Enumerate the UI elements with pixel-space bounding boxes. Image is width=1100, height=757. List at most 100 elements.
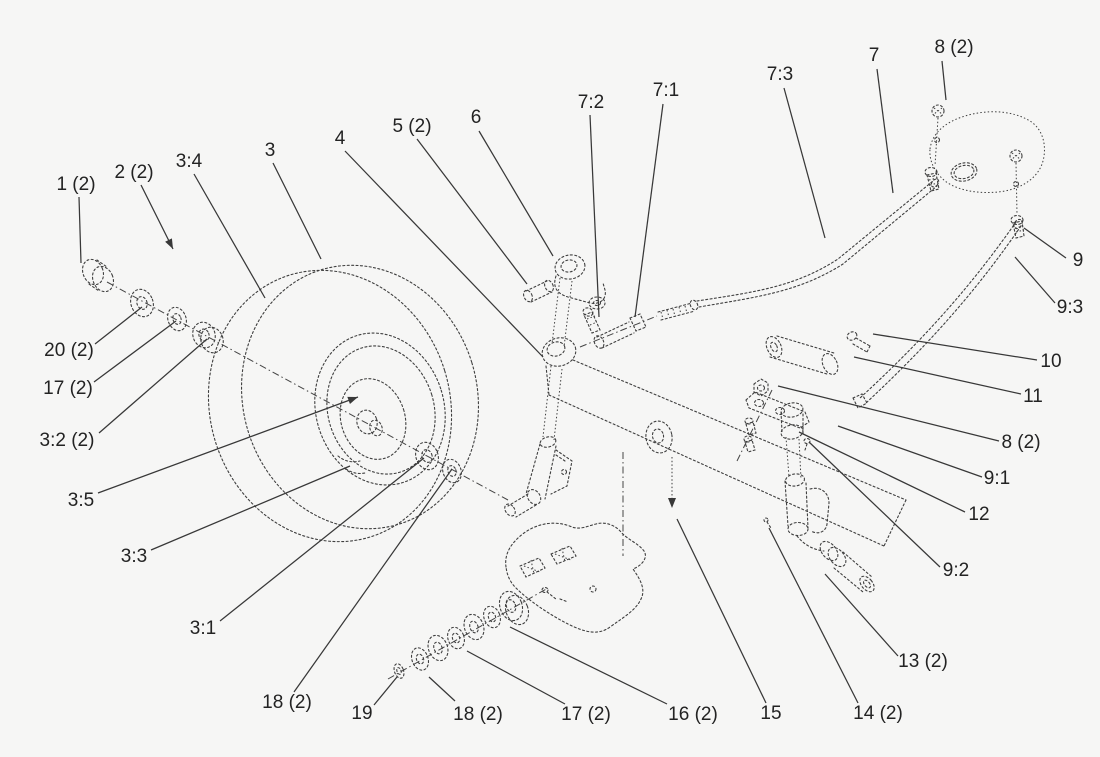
leader-line-18a (428, 676, 456, 702)
kingpin-fork (809, 487, 830, 534)
washer-small (483, 605, 501, 629)
steering-arm-assembly (523, 254, 606, 334)
callout-7: 7 (869, 45, 894, 194)
callout-label-12: 12 (968, 504, 989, 525)
callout-18b: 18 (2) (262, 468, 453, 713)
wheel-rim (314, 332, 446, 486)
leader-line-8a (941, 60, 947, 101)
leader-line-16 (509, 626, 668, 705)
callout-label-17b: 17 (2) (43, 378, 93, 399)
leader-line-20 (94, 306, 143, 345)
bracket-slot-a (519, 557, 546, 578)
leader-line-19 (373, 676, 398, 706)
callout-label-15: 15 (760, 703, 781, 724)
leader-line-9 (1023, 227, 1067, 259)
callout-15: 15 (676, 518, 782, 724)
callout-16: 16 (2) (509, 626, 718, 725)
leader-arrowhead-3-5 (347, 396, 358, 405)
leader-arrowhead-2 (165, 238, 173, 249)
callout-14: 14 (2) (768, 527, 903, 724)
callout-5: 5 (2) (392, 116, 528, 285)
callout-18a: 18 (2) (428, 676, 503, 725)
leader-line-15 (676, 518, 767, 704)
callout-label-3-3: 3:3 (121, 546, 147, 567)
callout-label-9-1: 9:1 (984, 468, 1010, 489)
callout-label-14: 14 (2) (853, 703, 903, 724)
leader-line-10 (872, 333, 1038, 361)
set-screw-9-1 (744, 417, 757, 436)
callout-label-10: 10 (1040, 351, 1061, 372)
bracket-slot-b (550, 545, 577, 565)
callout-3-3: 3:3 (121, 465, 351, 567)
callout-label-1: 1 (2) (56, 174, 95, 195)
push-nut-b (1009, 149, 1023, 163)
callout-label-3: 3 (265, 140, 276, 161)
callout-label-8a: 8 (2) (934, 37, 973, 58)
axle-stub-right (796, 535, 875, 593)
set-screw-9-2 (743, 435, 756, 453)
callout-label-3-4: 3:4 (176, 151, 203, 172)
leader-line-17a (466, 650, 566, 705)
callout-label-19: 19 (351, 703, 372, 724)
leader-line-7-2 (589, 114, 600, 318)
callout-label-7-3: 7:3 (767, 64, 793, 85)
hub-cap (81, 258, 115, 293)
leader-line-9-1 (837, 425, 983, 478)
callout-12: 12 (798, 431, 990, 525)
shoulder-screw-b (1010, 214, 1025, 239)
tie-rod-bolt (582, 307, 601, 334)
leader-line-3-4 (193, 173, 266, 299)
tie-rod-clamp (629, 313, 647, 332)
leader-line-5 (416, 138, 528, 285)
leader-line-7-1 (634, 103, 664, 318)
rod-clamp (852, 393, 868, 409)
washer-18-b (427, 634, 449, 662)
callout-label-18a: 18 (2) (453, 704, 503, 725)
callout-label-9-3: 9:3 (1057, 297, 1083, 318)
callout-9-3: 9:3 (1014, 256, 1083, 318)
callout-17a: 17 (2) (466, 650, 611, 725)
drag-link-rod (696, 178, 940, 308)
callout-label-6: 6 (471, 107, 482, 128)
pivot-hub (645, 420, 673, 454)
callout-13: 13 (2) (824, 573, 948, 672)
axle-pivot-eye (541, 337, 577, 367)
callout-label-17a: 17 (2) (561, 704, 611, 725)
roll-pin (523, 279, 554, 303)
washer-right-of-wheel-a (415, 441, 439, 471)
push-nut-a (931, 104, 945, 118)
kingpin-boss (780, 402, 804, 440)
leader-line-3-1 (219, 457, 425, 622)
leader-line-3 (272, 162, 322, 260)
leader-line-7-3 (783, 87, 826, 239)
leader-line-8b (777, 385, 1000, 442)
hub-bearing (369, 419, 383, 437)
steering-arm-ball-end (588, 296, 606, 310)
leader-line-4 (344, 150, 544, 358)
callout-6: 6 (471, 107, 554, 257)
callout-3-5: 3:5 (68, 396, 359, 511)
callout-label-13: 13 (2) (898, 651, 948, 672)
callout-11: 11 (853, 356, 1043, 407)
bushing-and-bolt (765, 331, 871, 375)
callout-label-9: 9 (1073, 250, 1084, 271)
callout-label-2: 2 (2) (114, 162, 153, 183)
tie-rod-threads (657, 299, 699, 321)
washer-17-left (167, 306, 187, 332)
wheel-tire-assembly (207, 264, 480, 543)
leader-line-3-3 (150, 465, 351, 551)
callout-label-3-1: 3:1 (190, 618, 216, 639)
leader-line-1 (78, 196, 82, 264)
callout-8b: 8 (2) (777, 385, 1041, 453)
steering-lever (745, 391, 810, 429)
callout-7-1: 7:1 (634, 80, 679, 318)
callout-label-20: 20 (2) (44, 340, 94, 361)
wheel-hub (339, 378, 407, 460)
callout-label-16: 16 (2) (668, 704, 718, 725)
e-clip (393, 663, 405, 679)
callout-label-4: 4 (335, 128, 346, 149)
callout-9-1: 9:1 (837, 425, 1010, 489)
